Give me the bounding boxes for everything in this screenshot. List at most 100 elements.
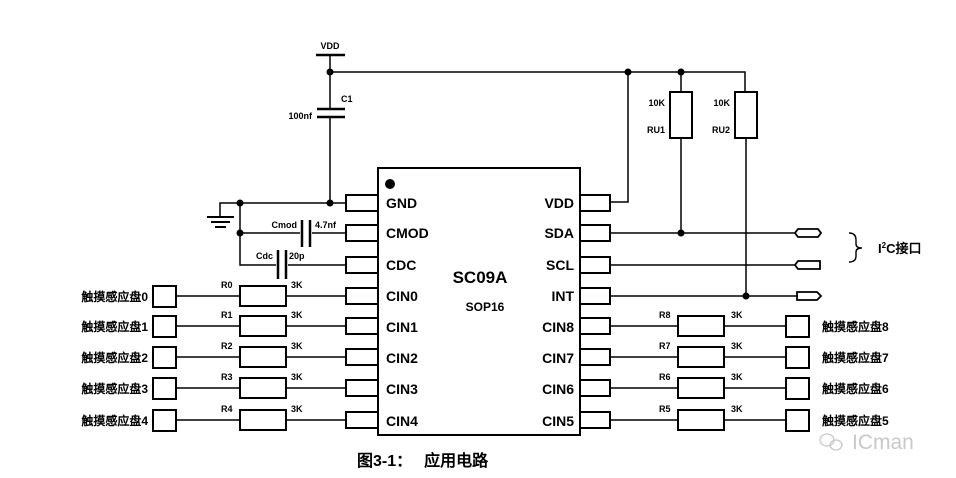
wechat-icon — [819, 433, 835, 447]
caption-figure: 图3-1： — [357, 452, 412, 470]
right-channel: R8 3K 触摸感应盘8 — [610, 310, 889, 338]
wechat-icon-bubble — [829, 439, 843, 451]
scl-port-connector — [793, 260, 821, 270]
pin-label-sda: SDA — [544, 225, 574, 241]
resistor-name: R6 — [659, 372, 671, 382]
vdd-rail — [330, 71, 746, 92]
chip-name: SC09A — [453, 268, 508, 287]
resistor-value: 3K — [291, 341, 303, 351]
pin-box — [345, 224, 379, 242]
channel-resistor — [677, 409, 725, 431]
watermark: ICman — [819, 431, 914, 454]
pin-box — [345, 411, 379, 429]
touch-pad-label: 触摸感应盘7 — [822, 350, 889, 365]
pin-label-cin2: CIN2 — [386, 350, 418, 366]
pin-label-cdc: CDC — [386, 257, 416, 273]
touch-pad — [152, 409, 177, 432]
resistor-name: R7 — [659, 341, 671, 351]
resistor-value: 3K — [731, 310, 743, 320]
touch-pad-label: 触摸感应盘1 — [81, 319, 148, 334]
pin-label-vdd: VDD — [544, 195, 574, 211]
left-channel: 触摸感应盘4 R4 3K — [81, 404, 346, 432]
c1-name: C1 — [341, 94, 353, 104]
left-channel: 触摸感应盘0 R0 3K — [81, 280, 346, 308]
caption-title: 应用电路 — [424, 451, 489, 470]
pin-box — [345, 194, 379, 212]
touch-pad — [152, 285, 177, 308]
touch-pad — [152, 346, 177, 369]
touch-pad-label: 触摸感应盘6 — [822, 381, 889, 396]
pin-label-cin4: CIN4 — [386, 413, 418, 429]
i2c-label-sup: 2 — [882, 241, 887, 250]
pin-box — [579, 287, 611, 305]
pin-box — [579, 348, 611, 366]
channel-resistor — [239, 409, 287, 431]
ru1-name: RU1 — [647, 125, 665, 135]
gnd-wire — [219, 202, 346, 217]
pin1-marker — [385, 179, 395, 189]
vdd-supply-label: VDD — [320, 41, 340, 51]
resistor-value: 3K — [731, 341, 743, 351]
touch-pad — [785, 409, 810, 432]
touch-pad — [785, 315, 810, 338]
resistor-value: 3K — [731, 372, 743, 382]
channel-resistor — [677, 377, 725, 399]
resistor-value: 3K — [291, 310, 303, 320]
channel-resistor — [239, 346, 287, 368]
c1-value: 100nf — [288, 111, 313, 121]
touch-pad — [152, 315, 177, 338]
resistor-value: 3K — [291, 280, 303, 290]
cdc-wire — [239, 203, 346, 266]
pin-box — [345, 379, 379, 397]
i2c-brace — [848, 232, 863, 263]
pin-label-cin1: CIN1 — [386, 319, 418, 335]
pin-box — [579, 256, 611, 274]
pin-box — [579, 379, 611, 397]
channel-resistor — [239, 285, 287, 307]
ru2-value: 10K — [713, 98, 730, 108]
pin-box — [579, 317, 611, 335]
junction-dot — [326, 199, 334, 207]
cmod-value: 4.7nf — [315, 220, 337, 230]
touch-pad-label: 触摸感应盘3 — [81, 381, 148, 396]
pin-box — [345, 348, 379, 366]
channel-resistor — [677, 315, 725, 337]
ru2-name: RU2 — [712, 125, 730, 135]
resistor-name: R3 — [221, 372, 233, 382]
resistor-value: 3K — [291, 404, 303, 414]
left-channel: 触摸感应盘1 R1 3K — [81, 310, 346, 338]
channel-resistor — [239, 377, 287, 399]
resistor-name: R1 — [221, 310, 233, 320]
pin-box — [579, 194, 611, 212]
touch-pad-label: 触摸感应盘8 — [822, 319, 889, 334]
i2c-label: I2C接口 — [878, 241, 921, 256]
chip-package: SOP16 — [466, 300, 505, 314]
touch-pad-label: 触摸感应盘0 — [81, 289, 148, 304]
channel-resistor — [677, 346, 725, 368]
resistor-name: R5 — [659, 404, 671, 414]
pin-label-cin3: CIN3 — [386, 381, 418, 397]
sda-port-connector — [793, 228, 823, 238]
channel-resistor — [239, 315, 287, 337]
ru1-resistor — [669, 91, 693, 139]
i2c-label-suffix: C接口 — [886, 241, 921, 256]
pin-box — [345, 317, 379, 335]
pin-box — [345, 287, 379, 305]
resistor-name: R8 — [659, 310, 671, 320]
pin-label-cin0: CIN0 — [386, 288, 418, 304]
right-pins — [579, 194, 611, 429]
resistor-name: R0 — [221, 280, 233, 290]
touch-pad-label: 触摸感应盘4 — [81, 413, 148, 428]
pin-label-cin6: CIN6 — [542, 381, 574, 397]
ru1-value: 10K — [648, 98, 665, 108]
touch-pad — [785, 377, 810, 400]
cdc-name: Cdc — [256, 251, 273, 261]
resistor-name: R4 — [221, 404, 233, 414]
pin-label-int: INT — [551, 288, 574, 304]
i2c-label-prefix: I — [878, 241, 882, 256]
touch-pad-label: 触摸感应盘2 — [81, 350, 148, 365]
ru2-resistor — [734, 91, 758, 139]
